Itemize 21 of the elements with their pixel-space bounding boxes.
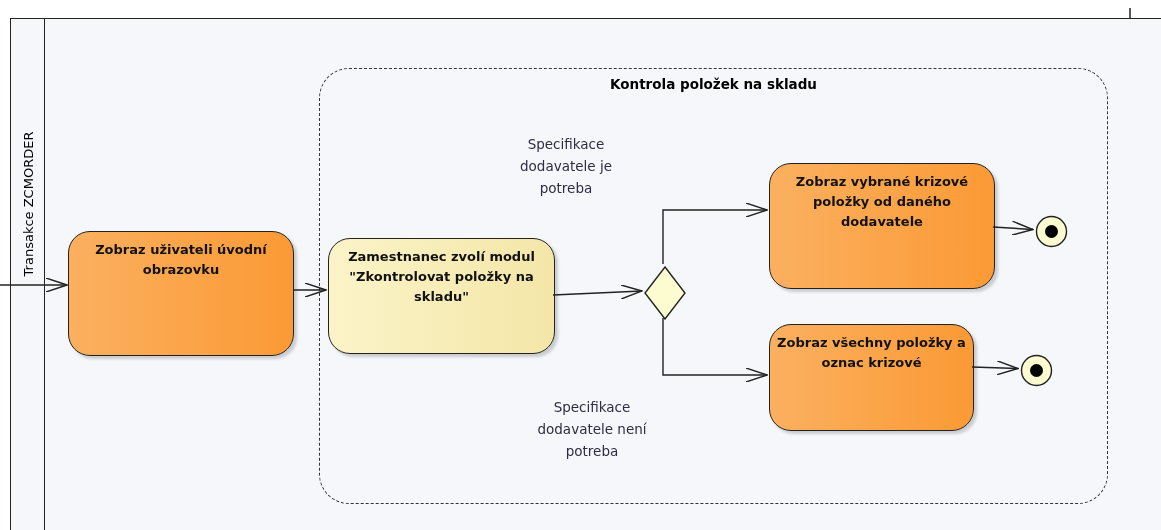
decision-diamond	[644, 266, 686, 320]
arrow	[992, 220, 1034, 236]
arrow	[292, 282, 327, 298]
arrow	[0, 277, 68, 293]
action-box	[769, 324, 974, 431]
action-label: Zamestnanec zvolí modul "Zkontrolovat položky na skladu"	[347, 248, 536, 306]
region-title: Kontrola položek na skladu	[610, 76, 817, 92]
final-node	[1035, 215, 1068, 248]
arrow	[552, 284, 643, 300]
action-label: Zobraz všechny položky a oznac krizové	[776, 334, 967, 372]
final-node	[1020, 354, 1053, 387]
action-box	[328, 238, 555, 354]
lane-label: Transakce ZCMORDER	[20, 131, 36, 277]
arrow	[971, 360, 1019, 376]
swimlane	[10, 18, 1161, 530]
action-label: Zobraz vybrané krizové položky od daného dodavatele	[794, 173, 970, 231]
action-box	[769, 163, 995, 289]
action-label: Zobraz uživateli úvodní obrazovku	[94, 241, 268, 279]
arrow	[662, 317, 768, 383]
arrow	[662, 202, 768, 265]
action-box	[68, 231, 294, 356]
